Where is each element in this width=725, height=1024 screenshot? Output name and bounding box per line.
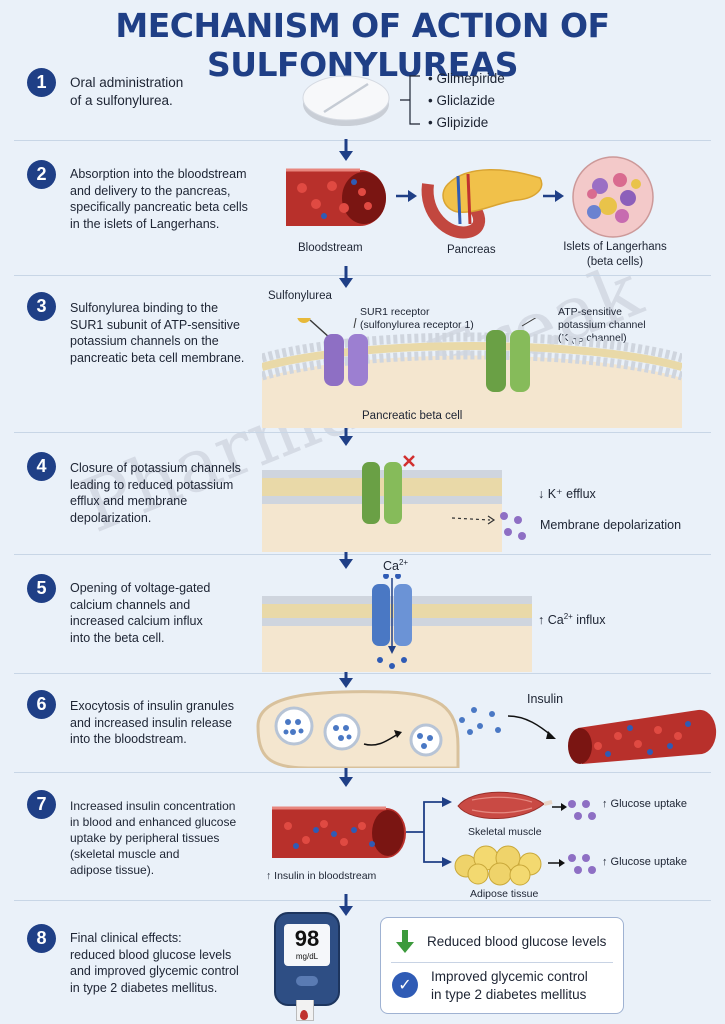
blood-vessel-icon: [272, 158, 392, 238]
step-3-text: Sulfonylurea binding to the SUR1 subunit…: [70, 300, 244, 366]
islets-icon: [570, 154, 656, 240]
brace-icon: [398, 70, 424, 130]
step-number: 2: [27, 160, 56, 189]
reduced-glucose-text: Reduced blood glucose levels: [427, 934, 606, 949]
improved-control-text: Improved glycemic control in type 2 diab…: [431, 968, 588, 1004]
box-divider: [391, 962, 613, 963]
membrane-step4: [262, 452, 502, 552]
glucose-meter: 98 mg/dL: [274, 912, 340, 1006]
uptake-label-muscle: ↑ Glucose uptake: [602, 798, 687, 810]
muscle-label: Skeletal muscle: [468, 826, 542, 838]
meter-screen: 98 mg/dL: [284, 924, 330, 966]
blood-vessel-icon: [258, 800, 408, 866]
step-number: 7: [27, 790, 56, 819]
step-number: 5: [27, 574, 56, 603]
glucose-dots-icon: [566, 798, 598, 824]
adipose-label: Adipose tissue: [470, 888, 538, 900]
separator: [14, 900, 711, 901]
separator: [14, 772, 711, 773]
islets-label: Islets of Langerhans (beta cells): [556, 240, 674, 270]
meter-button: [296, 976, 318, 986]
separator: [14, 554, 711, 555]
muscle-icon: [452, 786, 554, 826]
uptake-label-adipose: ↑ Glucose uptake: [602, 856, 687, 868]
bloodstream-label: Bloodstream: [298, 242, 363, 254]
step-number: 1: [27, 68, 56, 97]
drug-item: • Gliclazide: [428, 90, 505, 112]
check-icon: ✓: [392, 972, 418, 998]
branch-arrows-icon: [406, 796, 454, 870]
down-arrow-icon: [336, 894, 356, 918]
sulfonylurea-label: Sulfonylurea: [268, 290, 332, 302]
glucose-dots-icon: [566, 852, 598, 878]
separator: [14, 140, 711, 141]
drug-item: • Glipizide: [428, 112, 505, 134]
separator: [14, 432, 711, 433]
blood-vessel-icon: [558, 706, 718, 768]
step-6-text: Exocytosis of insulin granules and incre…: [70, 698, 234, 748]
step-5-text: Opening of voltage-gated calcium channel…: [70, 580, 210, 646]
down-arrow-icon: [336, 765, 356, 789]
ca-label: Ca2+: [383, 558, 408, 573]
drug-item: • Glimepiride: [428, 68, 505, 90]
step-1-text: Oral administration of a sulfonylurea.: [70, 74, 183, 110]
pancreas-label: Pancreas: [447, 244, 496, 256]
separator: [14, 275, 711, 276]
step-number: 4: [27, 452, 56, 481]
drug-list: • Glimepiride • Gliclazide • Glipizide: [428, 68, 505, 134]
arrow-right-icon: [548, 858, 566, 868]
ion-dots-icon: [496, 508, 530, 542]
k-efflux-label: ↓ K⁺ efflux: [538, 486, 596, 501]
insulin-label: Insulin: [527, 692, 563, 706]
step-number: 6: [27, 690, 56, 719]
arrow-right-icon: [396, 189, 418, 203]
step-number: 3: [27, 292, 56, 321]
pancreas-icon: [418, 154, 548, 240]
down-arrow-icon: [336, 266, 356, 290]
step-2-text: Absorption into the bloodstream and deli…: [70, 166, 248, 232]
exocytosis-icon: [248, 686, 508, 768]
blood-drop-icon: [300, 1010, 308, 1020]
depolarization-label: Membrane depolarization: [540, 518, 681, 532]
membrane-step5: [262, 574, 532, 672]
adipose-icon: [452, 842, 546, 886]
separator: [14, 673, 711, 674]
beta-cell-label: Pancreatic beta cell: [362, 410, 462, 422]
arrow-down-green-icon: [395, 930, 415, 954]
pill-icon: [296, 66, 396, 130]
meter-value: 98: [284, 926, 330, 952]
insulin-arrow-icon: [506, 712, 562, 742]
ca-influx-label: ↑ Ca2+ influx: [538, 612, 605, 627]
step-number: 8: [27, 924, 56, 953]
membrane-step3: [262, 318, 682, 428]
arrow-right-icon: [543, 189, 565, 203]
step-7-text: Increased insulin concentration in blood…: [70, 798, 236, 878]
step-8-text: Final clinical effects: reduced blood gl…: [70, 930, 239, 996]
step-4-text: Closure of potassium channels leading to…: [70, 460, 241, 526]
clinical-effects-box: Reduced blood glucose levels ✓ Improved …: [380, 917, 624, 1014]
insulin-blood-label: ↑ Insulin in bloodstream: [266, 870, 376, 882]
meter-unit: mg/dL: [284, 952, 330, 962]
